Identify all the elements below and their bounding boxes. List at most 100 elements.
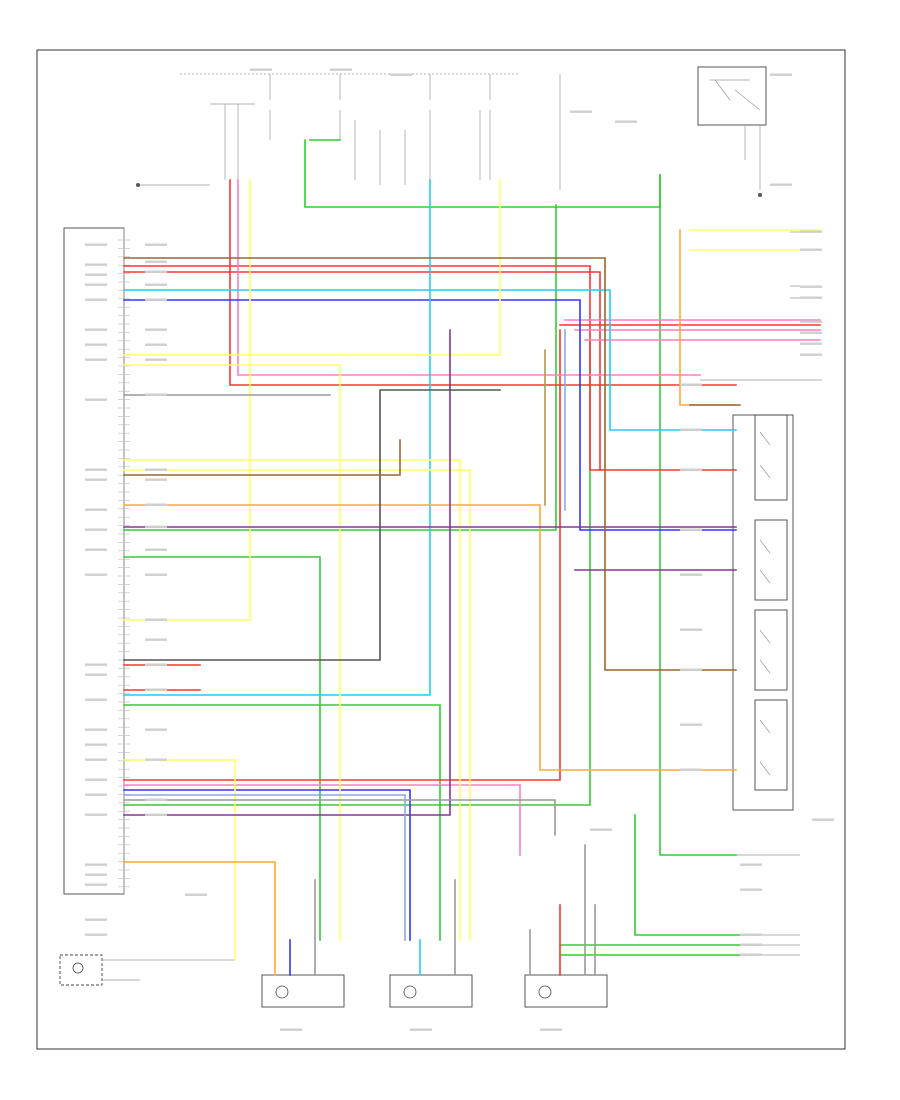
wire-green <box>123 556 321 941</box>
wire-yellow <box>123 364 341 941</box>
illegible-label-mark <box>85 528 107 531</box>
wire-red <box>123 265 737 471</box>
wire-light-blue <box>123 794 406 941</box>
wire-green <box>659 174 737 856</box>
illegible-label-mark <box>145 548 167 551</box>
top-right-relay <box>697 66 767 197</box>
illegible-label-mark <box>145 798 167 801</box>
illegible-label-mark <box>85 358 107 361</box>
wire-blue <box>123 789 411 941</box>
bottom-sensor-2 <box>389 974 473 1008</box>
illegible-label-mark <box>800 285 822 288</box>
illegible-label-mark <box>770 183 792 186</box>
wire-cyan <box>123 289 737 431</box>
wire-yellow <box>123 459 461 941</box>
illegible-label-mark <box>85 728 107 731</box>
illegible-label-mark <box>85 673 107 676</box>
wire-orange <box>123 861 276 976</box>
top-fuse-area <box>136 73 561 190</box>
illegible-label-mark <box>145 728 167 731</box>
illegible-label-mark <box>250 68 272 71</box>
wire-green <box>123 204 557 531</box>
illegible-label-mark <box>740 888 762 891</box>
illegible-label-mark <box>85 398 107 401</box>
illegible-label-mark <box>145 270 167 273</box>
illegible-label-mark <box>85 813 107 816</box>
bottom-sensor-3 <box>524 974 608 1008</box>
illegible-label-mark <box>680 428 702 431</box>
illegible-label-mark <box>330 68 352 71</box>
illegible-label-mark <box>680 468 702 471</box>
illegible-label-mark <box>800 296 822 299</box>
wire-purple <box>123 329 451 816</box>
illegible-label-mark <box>85 933 107 936</box>
wire-green <box>123 339 591 806</box>
wire-pink <box>123 784 521 856</box>
illegible-label-mark <box>800 320 822 323</box>
wire-red <box>123 329 561 781</box>
illegible-label-mark <box>280 1028 302 1031</box>
illegible-label-mark <box>85 758 107 761</box>
wire-blue <box>123 299 737 531</box>
illegible-label-mark <box>85 468 107 471</box>
illegible-label-mark <box>410 1028 432 1031</box>
illegible-label-mark <box>85 883 107 886</box>
wire-harness <box>123 139 821 976</box>
wire-yellow <box>123 469 471 941</box>
illegible-label-mark <box>85 743 107 746</box>
illegible-label-mark <box>390 73 412 76</box>
bottom-sensor-1 <box>261 974 345 1008</box>
wire-orange <box>123 504 737 771</box>
illegible-label-mark <box>85 573 107 576</box>
illegible-label-mark <box>85 273 107 276</box>
illegible-label-mark <box>770 73 792 76</box>
illegible-label-mark <box>570 110 592 113</box>
control-unit-pin-stubs <box>118 239 130 888</box>
illegible-label-mark <box>800 230 822 233</box>
illegible-label-mark <box>85 778 107 781</box>
illegible-label-mark <box>680 528 702 531</box>
illegible-label-mark <box>85 863 107 866</box>
illegible-label-mark <box>145 525 167 528</box>
illegible-label-mark <box>145 478 167 481</box>
wire-green <box>304 139 661 208</box>
illegible-label-mark <box>800 353 822 356</box>
right-switch-column <box>732 414 794 811</box>
wire-brown <box>123 257 737 671</box>
illegible-label-mark <box>145 298 167 301</box>
illegible-label-mark <box>800 248 822 251</box>
wire-red <box>229 179 737 386</box>
illegible-label-mark <box>145 260 167 263</box>
diagram-border <box>36 49 846 1050</box>
illegible-label-mark <box>145 358 167 361</box>
illegible-label-mark <box>85 508 107 511</box>
illegible-label-mark <box>85 263 107 266</box>
illegible-label-mark <box>590 828 612 831</box>
illegible-label-mark <box>85 343 107 346</box>
illegible-label-mark <box>85 328 107 331</box>
wire-green <box>634 814 761 936</box>
illegible-label-mark <box>85 283 107 286</box>
illegible-label-mark <box>615 120 637 123</box>
illegible-label-mark <box>85 663 107 666</box>
illegible-label-mark <box>680 573 702 576</box>
illegible-label-mark <box>145 758 167 761</box>
illegible-label-mark <box>145 688 167 691</box>
illegible-label-mark <box>145 813 167 816</box>
control-unit-connector <box>63 227 125 895</box>
illegible-label-mark <box>85 243 107 246</box>
wire-gray <box>123 799 556 836</box>
illegible-label-mark <box>680 723 702 726</box>
bottom-left-switch <box>59 954 235 986</box>
illegible-label-mark <box>812 818 834 821</box>
illegible-label-mark <box>185 893 207 896</box>
illegible-label-mark <box>85 298 107 301</box>
wire-dark-gray <box>123 389 501 661</box>
illegible-label-mark <box>680 383 702 386</box>
wire-brown <box>123 439 401 476</box>
illegible-label-mark <box>145 243 167 246</box>
illegible-label-mark <box>145 573 167 576</box>
illegible-label-mark <box>145 638 167 641</box>
illegible-label-mark <box>145 343 167 346</box>
